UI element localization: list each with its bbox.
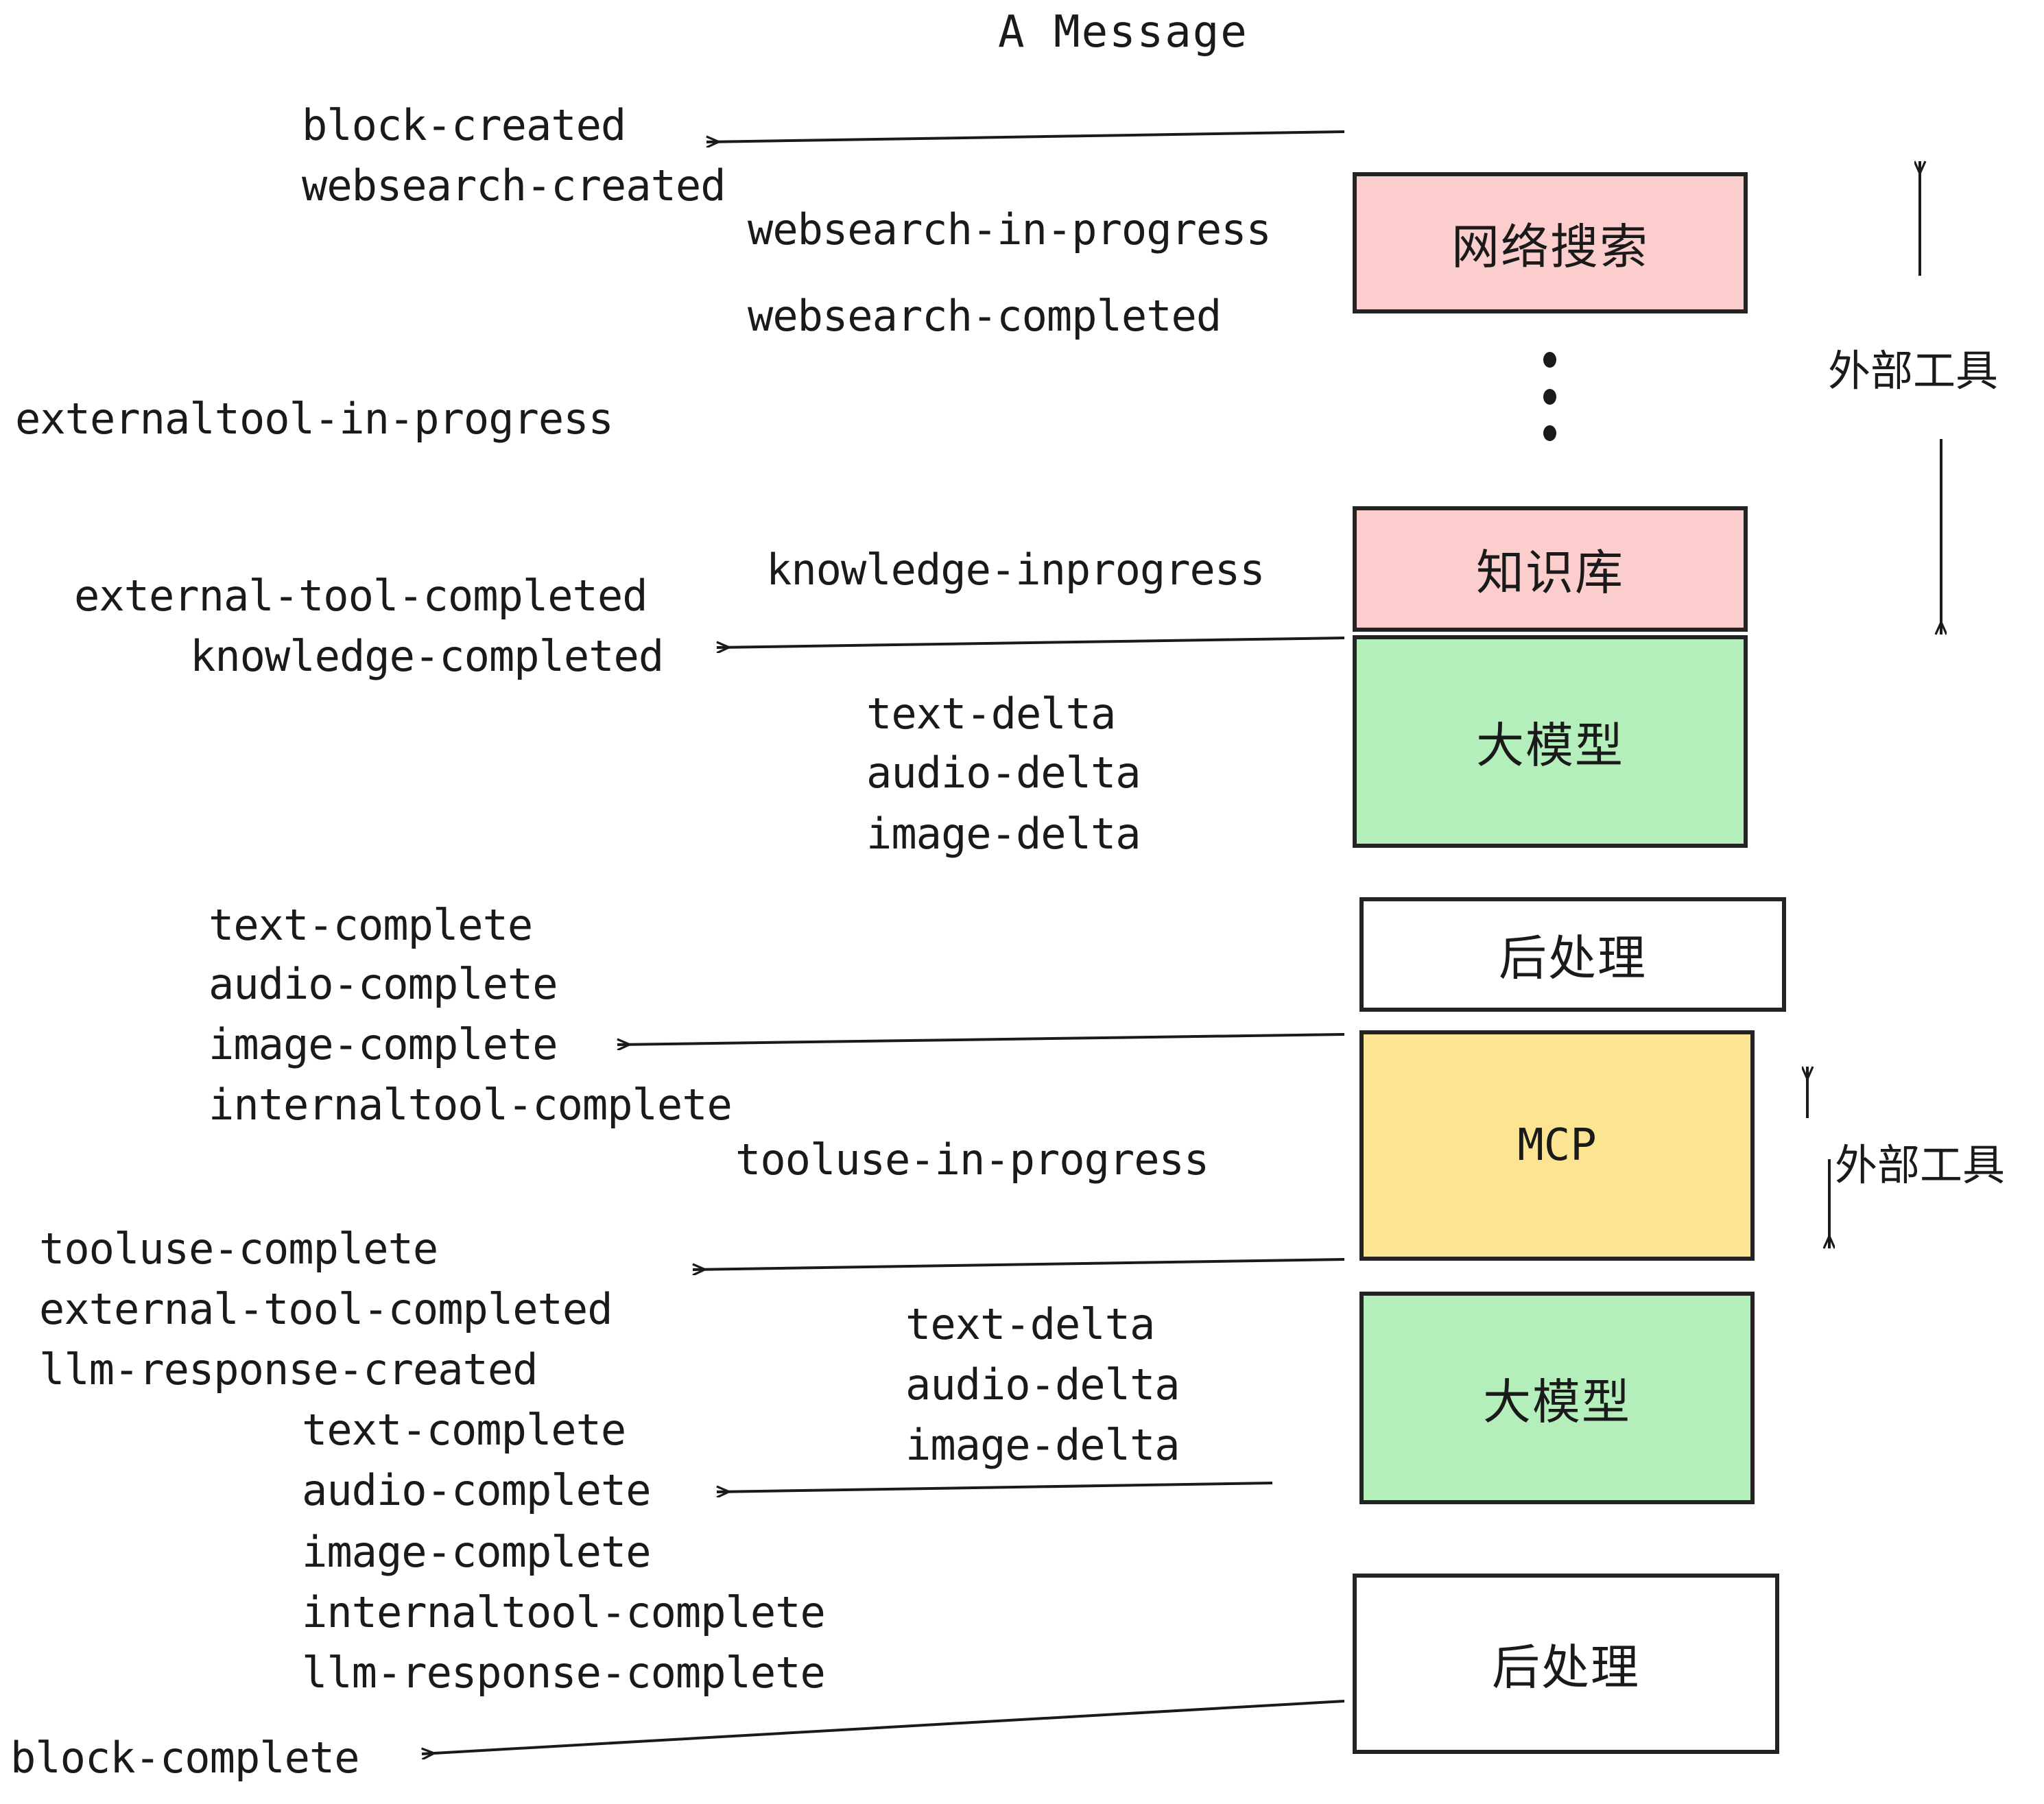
flow-arrow-image-complete	[617, 1033, 1345, 1045]
event-label-websearch-completed: websearch-completed	[748, 291, 1222, 341]
flow-arrow-audio-complete	[717, 1482, 1273, 1492]
event-label-llm-response-complete: llm-response-complete	[302, 1648, 826, 1698]
process-box-llm-2: 大模型	[1359, 1292, 1755, 1504]
event-label-tooluse-in-progress: tooluse-in-progress	[735, 1135, 1209, 1185]
event-label-text-delta-2: text-delta	[905, 1299, 1155, 1349]
event-label-block-complete: block-complete	[10, 1733, 360, 1783]
event-label-knowledge-inprogress: knowledge-inprogress	[766, 545, 1265, 595]
event-label-externaltool-in-progress: externaltool-in-progress	[15, 394, 614, 444]
event-label-websearch-in-progress: websearch-in-progress	[748, 204, 1272, 254]
event-label-external-tool-completed-2: external-tool-completed	[39, 1284, 613, 1334]
process-box-postproc-1: 后处理	[1359, 897, 1786, 1012]
process-box-websearch: 网络搜索	[1353, 172, 1748, 313]
event-label-image-delta-2: image-delta	[905, 1420, 1180, 1470]
event-label-audio-complete-2: audio-complete	[302, 1465, 652, 1515]
flow-arrow-tooluse-complete	[693, 1258, 1345, 1270]
event-label-internaltool-complete-2: internaltool-complete	[302, 1587, 826, 1637]
event-label-knowledge-completed: knowledge-completed	[190, 631, 664, 681]
process-box-mcp: MCP	[1359, 1030, 1755, 1261]
event-label-tooluse-complete: tooluse-complete	[39, 1224, 438, 1274]
vertical-ellipsis-icon	[1543, 352, 1556, 441]
event-label-image-complete-1: image-complete	[209, 1019, 558, 1069]
flow-arrow-block-complete	[422, 1700, 1345, 1754]
event-label-image-complete-2: image-complete	[302, 1527, 652, 1577]
event-label-audio-complete-1: audio-complete	[209, 959, 558, 1009]
process-box-postproc-2: 后处理	[1353, 1574, 1779, 1754]
flow-arrow-block-created	[706, 130, 1345, 142]
event-label-websearch-created: websearch-created	[302, 161, 726, 211]
event-label-external-tool-completed-1: external-tool-completed	[74, 571, 648, 621]
event-label-audio-delta-1: audio-delta	[866, 748, 1141, 798]
page-title: A Message	[998, 7, 1248, 58]
event-label-text-delta-1: text-delta	[866, 689, 1116, 739]
group-label-external-tools-bottom: 外部工具	[1835, 1140, 2006, 1190]
event-label-internaltool-complete-1: internaltool-complete	[209, 1080, 733, 1130]
group-label-external-tools-top: 外部工具	[1828, 346, 1999, 396]
event-label-audio-delta-2: audio-delta	[905, 1360, 1180, 1410]
process-box-llm-1: 大模型	[1353, 635, 1748, 848]
flow-arrow-knowledge-completed	[717, 637, 1345, 648]
event-label-text-complete-1: text-complete	[209, 900, 533, 950]
process-box-knowledge: 知识库	[1353, 506, 1748, 632]
event-label-image-delta-1: image-delta	[866, 809, 1141, 859]
event-label-llm-response-created: llm-response-created	[39, 1344, 538, 1394]
event-label-text-complete-2: text-complete	[302, 1405, 626, 1455]
event-label-block-created: block-created	[302, 100, 626, 150]
